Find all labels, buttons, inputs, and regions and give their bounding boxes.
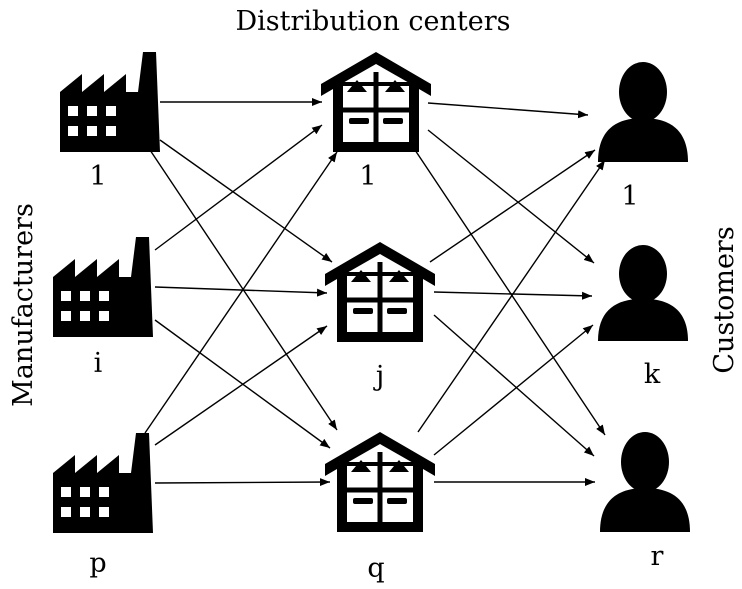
customer-label: k bbox=[644, 359, 661, 390]
warehouse-icon bbox=[321, 52, 431, 152]
manufacturer-node-m1: 1 bbox=[60, 52, 160, 192]
distribution-center-node-dq: q bbox=[325, 432, 435, 584]
factory-icon bbox=[53, 237, 153, 337]
distribution-center-label: q bbox=[367, 553, 384, 584]
customer-label: 1 bbox=[621, 181, 638, 212]
customer-node-c1: 1 bbox=[598, 62, 688, 212]
edge-d1-to-ck bbox=[427, 129, 595, 264]
distribution-center-label: 1 bbox=[359, 161, 376, 192]
manufacturer-node-mi: i bbox=[53, 237, 153, 379]
edge-dj-to-c1 bbox=[429, 149, 596, 263]
edge-mp-to-dq bbox=[154, 478, 331, 487]
right-header: Customers bbox=[709, 226, 740, 373]
edge-dq-to-ck bbox=[433, 324, 594, 456]
manufacturer-label: 1 bbox=[89, 161, 106, 192]
warehouse-icon bbox=[325, 242, 435, 342]
nodes: 1 i p 1 j q 1 k r bbox=[53, 52, 690, 584]
manufacturer-label: i bbox=[94, 348, 103, 379]
edge-m1-to-dj bbox=[159, 139, 333, 263]
edge-mp-to-dj bbox=[154, 325, 328, 446]
customer-node-ck: k bbox=[598, 245, 688, 390]
edge-d1-to-cr bbox=[414, 149, 606, 436]
edge-mp-to-d1 bbox=[144, 151, 338, 434]
edge-dq-to-c1 bbox=[417, 159, 606, 433]
manufacturer-label: p bbox=[89, 548, 106, 579]
person-icon bbox=[598, 62, 688, 162]
customer-node-cr: r bbox=[600, 432, 690, 572]
top-header: Distribution centers bbox=[236, 6, 511, 37]
left-header: Manufacturers bbox=[8, 203, 39, 407]
warehouse-icon bbox=[325, 432, 435, 532]
edge-mi-to-dj bbox=[154, 286, 328, 297]
distribution-center-node-d1: 1 bbox=[321, 52, 431, 192]
distribution-center-node-dj: j bbox=[325, 242, 435, 392]
factory-icon bbox=[53, 433, 153, 533]
manufacturer-node-mp: p bbox=[53, 433, 153, 579]
edge-d1-to-c1 bbox=[427, 102, 589, 119]
person-icon bbox=[600, 432, 690, 532]
distribution-center-label: j bbox=[373, 361, 384, 392]
person-icon bbox=[598, 245, 688, 341]
edge-dj-to-cr bbox=[433, 314, 595, 457]
edges bbox=[144, 98, 606, 487]
factory-icon bbox=[60, 52, 160, 152]
edge-mi-to-d1 bbox=[154, 124, 323, 251]
customer-label: r bbox=[651, 541, 664, 572]
